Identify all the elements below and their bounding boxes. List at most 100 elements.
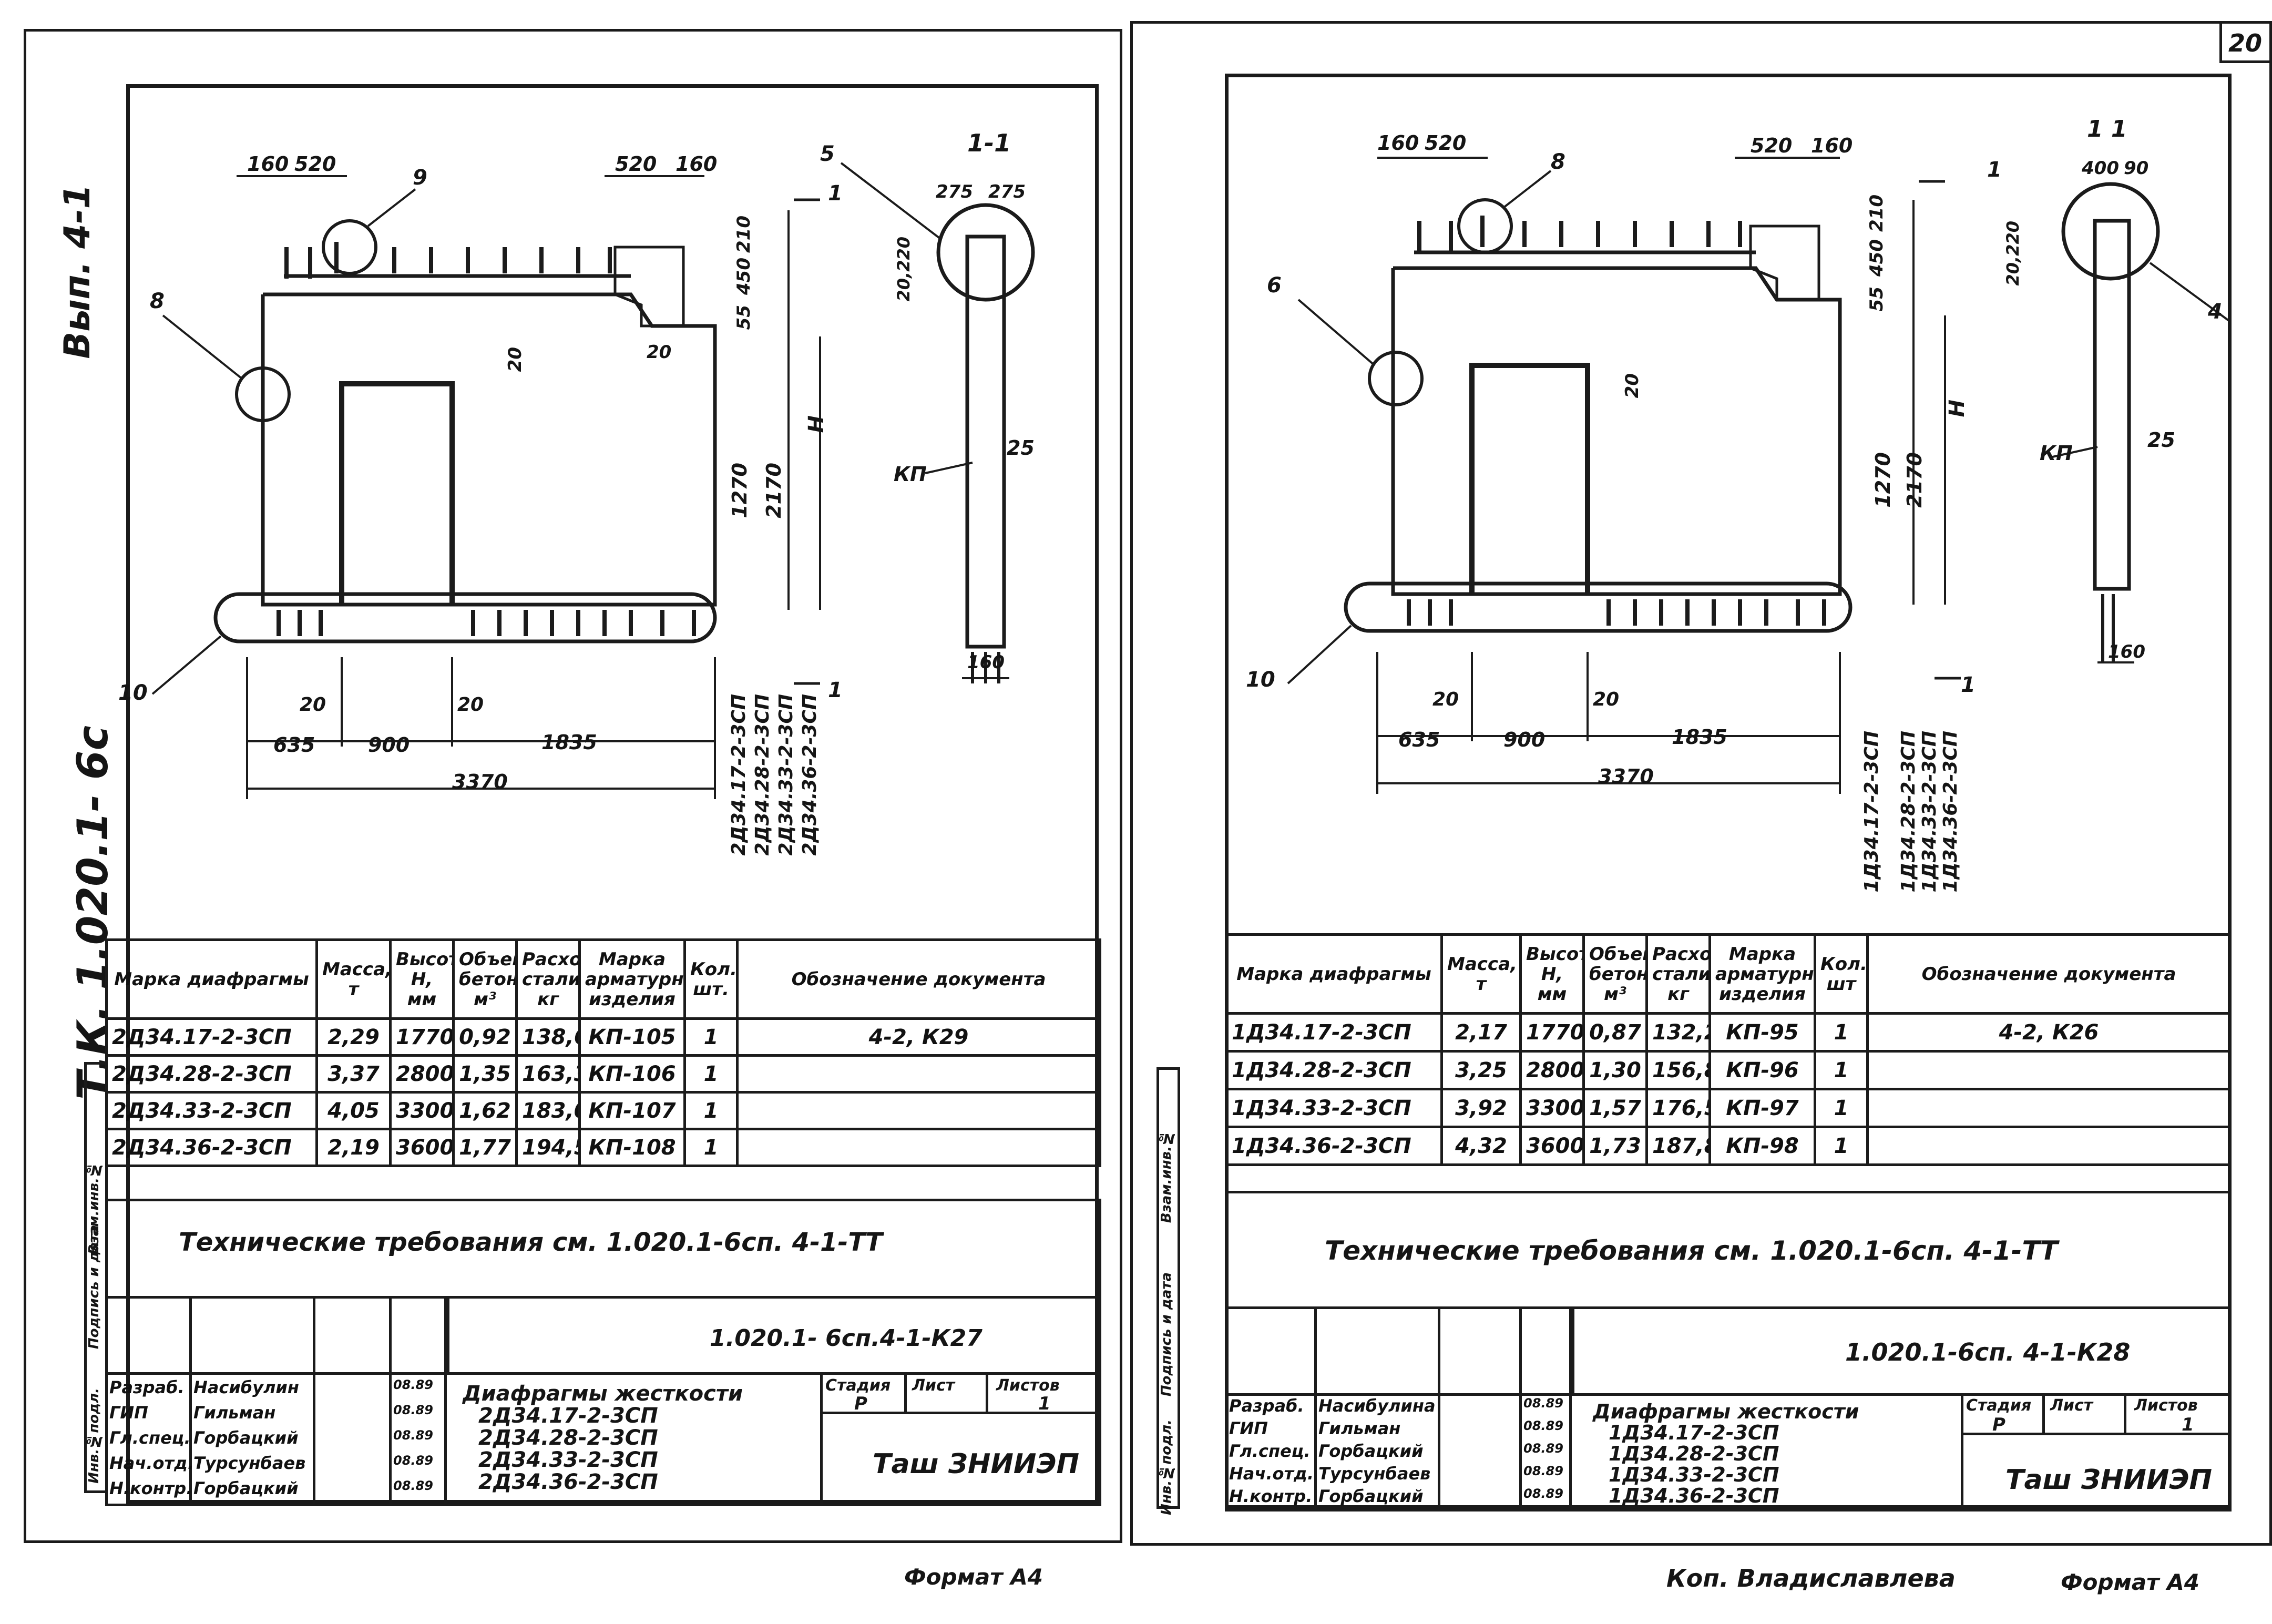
left-signer-date-1: 08.89 — [393, 1403, 433, 1417]
left-r2-c5: КП-107 — [578, 1091, 686, 1130]
left-r0-c6: 1 — [683, 1017, 739, 1057]
left-signer-date-4: 08.89 — [393, 1478, 433, 1493]
right-r0-c7: 4-2, К26 — [1866, 1012, 2232, 1053]
right-dim-900: 900 — [1503, 728, 1546, 751]
right-section-rib — [2093, 219, 2131, 591]
right-dim-sec-25: 25 — [2147, 428, 2175, 452]
left-section-circle — [936, 203, 1035, 302]
left-dim-top-520b: 520 — [615, 152, 657, 176]
left-doc-code: 1.020.1- 6сп.4-1-К27 — [710, 1325, 983, 1352]
right-stage-h2: Листов — [2134, 1396, 2198, 1415]
left-signer-date-3: 08.89 — [393, 1453, 433, 1468]
left-r0-c4: 138,68 — [515, 1017, 581, 1057]
right-r0-c3: 0,87 — [1582, 1012, 1648, 1053]
right-callout-10: 10 — [1246, 668, 1275, 692]
left-signer-name-1: Гильман — [193, 1403, 276, 1423]
right-r0-c1: 2,17 — [1440, 1012, 1522, 1053]
left-detail-circle-8 — [235, 366, 291, 422]
left-callout-5: 5 — [820, 142, 835, 166]
right-signer-name-1: Гильман — [1318, 1418, 1401, 1438]
left-dim-bottom-20a: 20 — [300, 694, 326, 716]
right-dim-bottom-20a: 20 — [1432, 689, 1459, 710]
table-row: 1Д34.17-2-3СП 2,17 1770 0,87 132,20 КП-9… — [1225, 1012, 2232, 1053]
left-r0-c0: 2Д34.17-2-3СП — [105, 1017, 318, 1057]
right-signer-date-0: 08.89 — [1523, 1396, 1563, 1411]
left-r3-c2: 3600 — [389, 1128, 455, 1167]
left-title-line-3: 2Д34.33-2-3СП — [478, 1448, 658, 1472]
left-r2-c2: 3300 — [389, 1091, 455, 1130]
right-r3-c1: 4,32 — [1440, 1126, 1522, 1166]
left-org: Таш ЗНИИЭП — [873, 1448, 1080, 1480]
left-r2-c0: 2Д34.33-2-3СП — [105, 1091, 318, 1130]
left-callout-1b: 1 — [828, 678, 843, 702]
right-tech-req: Технические требования см. 1.020.1-6сп. … — [1325, 1235, 2058, 1266]
right-title-line-0: Диафрагмы жесткости — [1593, 1400, 1859, 1423]
left-signer-date-0: 08.89 — [393, 1377, 433, 1392]
left-panel-outline — [261, 292, 717, 607]
right-panel-outline — [1391, 266, 1842, 596]
left-callout-1a: 1 — [828, 181, 843, 206]
right-mark-4: 1Д34.36-2-3СП — [1940, 731, 1961, 893]
left-r2-c1: 4,05 — [315, 1091, 392, 1130]
right-section-circle — [2061, 182, 2160, 281]
left-title-line-2: 2Д34.28-2-3СП — [478, 1426, 658, 1450]
right-dim-H: H — [1945, 400, 1969, 417]
right-r0-c6: 1 — [1814, 1012, 1869, 1053]
right-callout-4: 4 — [2208, 300, 2223, 324]
right-signer-date-4: 08.89 — [1523, 1486, 1563, 1501]
left-th-2: Высота Н, мм — [389, 938, 455, 1020]
right-signer-role-4: Н.контр. — [1229, 1486, 1313, 1506]
right-signer-row-2: Гл.спец. Горбацкий 08.89 — [1229, 1441, 1563, 1461]
right-dim-635: 635 — [1398, 728, 1440, 751]
table-row: 1Д34.28-2-3СП 3,25 2800 1,30 156,86 КП-9… — [1225, 1050, 2232, 1090]
right-r0-c0: 1Д34.17-2-3СП — [1225, 1012, 1443, 1053]
right-side-box-1: Взам.инв.№ — [1159, 1130, 1174, 1223]
left-section-label: 1-1 — [967, 129, 1011, 157]
right-title-line-2: 1Д34.28-2-3СП — [1609, 1442, 1779, 1465]
left-section-rib — [965, 234, 1006, 649]
left-dim-20b: 20 — [647, 342, 672, 363]
left-th-5: Марка арматурного изделия — [578, 938, 686, 1020]
left-th-0: Марка диафрагмы — [105, 938, 318, 1020]
right-r3-c7 — [1866, 1126, 2232, 1166]
left-r3-c6: 1 — [683, 1128, 739, 1167]
right-title-text: Диафрагмы жесткости 1Д34.17-2-3СП 1Д34.2… — [1593, 1401, 1859, 1506]
right-th-4: Расход стали, кг — [1645, 933, 1711, 1015]
left-doc-code-box — [447, 1296, 1101, 1375]
right-title-line-1: 1Д34.17-2-3СП — [1609, 1421, 1779, 1444]
right-stage-v0: Р — [1992, 1414, 2005, 1435]
table-row: 2Д34.33-2-3СП 4,05 3300 1,62 183,07 КП-1… — [105, 1091, 1101, 1130]
left-dim-1835: 1835 — [541, 731, 597, 754]
right-detail-circle-8 — [1457, 198, 1513, 254]
left-title-text: Диафрагмы жесткости 2Д34.17-2-3СП 2Д34.2… — [463, 1383, 743, 1493]
left-door-opening — [339, 381, 455, 605]
right-detail-circle-6 — [1368, 351, 1424, 406]
right-dim-top-160b: 160 — [1811, 134, 1853, 157]
table-row: 1Д34.36-2-3СП 4,32 3600 1,73 187,88 КП-9… — [1225, 1126, 2232, 1166]
right-r3-c2: 3600 — [1519, 1126, 1585, 1166]
right-stage-h0: Стадия — [1966, 1396, 2032, 1415]
left-dim-3370: 3370 — [452, 770, 508, 793]
left-th-3: Объем бетона м³ — [452, 938, 518, 1020]
left-dim-bottom-20b: 20 — [457, 694, 484, 716]
right-r3-c0: 1Д34.36-2-3СП — [1225, 1126, 1443, 1166]
right-bottom-anchors — [1407, 599, 1826, 626]
right-side-strip — [1157, 1067, 1180, 1509]
right-r3-c4: 187,88 — [1645, 1126, 1711, 1166]
right-signer-name-0: Насибулина — [1318, 1396, 1436, 1416]
right-signer-name-3: Турсунбаев — [1318, 1464, 1431, 1484]
left-stage-h1: Лист — [912, 1376, 955, 1395]
right-r2-c4: 176,59 — [1645, 1088, 1711, 1128]
left-spec-table: Марка диафрагмы Масса, т Высота Н, мм Об… — [105, 938, 1101, 1167]
left-title-line-1: 2Д34.17-2-3СП — [478, 1404, 658, 1428]
right-signer-row-3: Нач.отд. Турсунбаев 08.89 — [1229, 1464, 1563, 1484]
left-tech-req: Технические требования см. 1.020.1-6сп. … — [179, 1228, 883, 1257]
right-dim-sec-160: 160 — [2108, 641, 2145, 662]
right-signer-date-2: 08.89 — [1523, 1441, 1563, 1456]
left-stage-h2: Листов — [996, 1376, 1060, 1395]
left-bottom-anchors — [277, 610, 696, 636]
right-signer-role-3: Нач.отд. — [1229, 1464, 1314, 1484]
left-drawing-frame — [126, 84, 1099, 1504]
